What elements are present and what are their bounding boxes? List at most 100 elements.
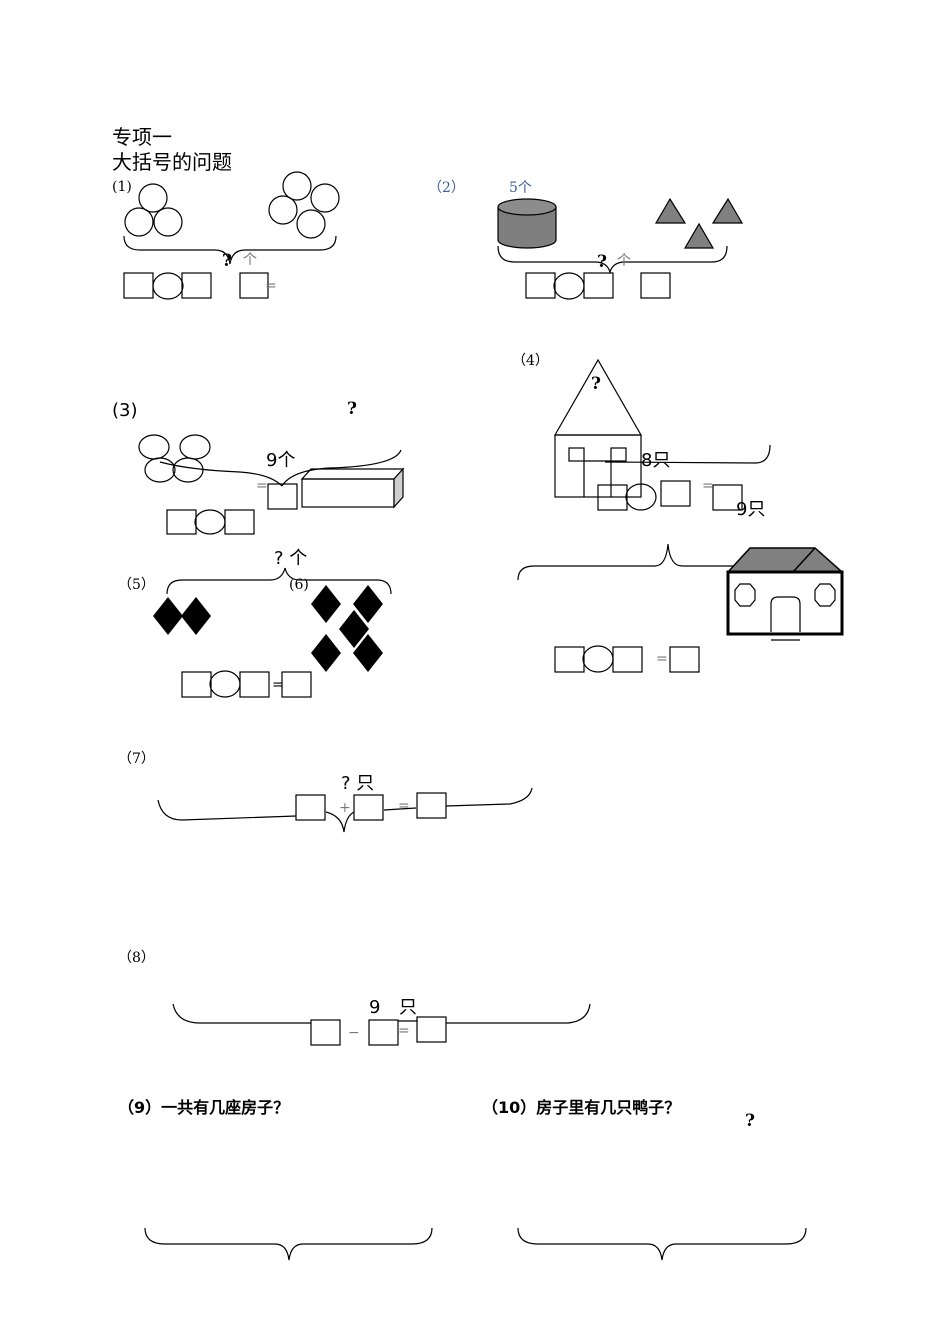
brace-4 xyxy=(604,444,771,464)
page-title-line1: 专项一 xyxy=(112,125,172,149)
unit-1: 个 xyxy=(243,252,257,268)
answer-box xyxy=(281,671,312,698)
brace-7-right xyxy=(445,787,533,807)
circle-shape xyxy=(138,434,170,460)
count-4: 8只 xyxy=(641,450,671,471)
answer-box xyxy=(640,272,671,299)
answer-box xyxy=(295,794,326,821)
triangle-shape xyxy=(683,222,715,249)
question-mark-3: ? xyxy=(347,399,357,419)
answer-box xyxy=(416,792,447,819)
answer-box xyxy=(353,794,384,821)
label-9: （9）一共有几座房子？ xyxy=(118,1100,289,1116)
answer-box xyxy=(181,671,212,698)
answer-box xyxy=(368,1019,399,1046)
diamond-group-left xyxy=(153,597,211,635)
circle-shape xyxy=(138,183,168,213)
label-7: （7） xyxy=(118,751,155,767)
answer-box xyxy=(224,509,255,535)
label-8: （8） xyxy=(118,950,155,966)
brace-9 xyxy=(144,1227,433,1261)
diamond-shape xyxy=(353,585,383,623)
answer-box xyxy=(612,646,643,673)
circle-shape xyxy=(282,171,312,201)
answer-box xyxy=(416,1016,447,1043)
diamond-group-right xyxy=(311,585,383,672)
brace-1 xyxy=(123,235,337,265)
minus-8: − xyxy=(348,1025,360,1041)
answer-box xyxy=(554,646,585,673)
equals-7: = xyxy=(398,798,410,814)
brace-3-right xyxy=(281,449,402,487)
circle-shape xyxy=(296,209,326,239)
plus-7: + xyxy=(339,800,351,816)
count-2: 5个 xyxy=(509,180,532,196)
circle-shape xyxy=(179,434,211,460)
circle-group-3 xyxy=(138,434,211,483)
top-num-8: 9 xyxy=(369,997,381,1018)
answer-box xyxy=(239,671,270,698)
operator-circle xyxy=(194,509,226,535)
count-3: 9个 xyxy=(266,450,296,471)
answer-box xyxy=(712,484,743,511)
answer-box xyxy=(267,483,298,510)
question-9-text: 一共有几座房子？ xyxy=(161,1098,290,1117)
brace-3-left xyxy=(159,461,283,487)
brace-7-left xyxy=(157,799,297,821)
answer-box xyxy=(669,646,700,673)
operator-circle xyxy=(582,645,614,673)
answer-box xyxy=(583,272,614,299)
label-3: (3) xyxy=(112,400,138,421)
diamond-shape xyxy=(311,634,341,672)
equals-1: = xyxy=(265,278,277,294)
triangle-shape xyxy=(711,197,744,224)
circle-shape xyxy=(172,457,204,483)
operator-circle xyxy=(553,272,585,300)
answer-box xyxy=(597,484,628,511)
brace-5 xyxy=(166,567,392,595)
answer-box xyxy=(123,272,154,299)
label-4: （4） xyxy=(512,353,549,369)
circle-group-left xyxy=(124,183,183,237)
question-mark-2: ? xyxy=(597,252,607,272)
diamond-shape xyxy=(339,610,369,648)
answer-box xyxy=(310,1019,341,1046)
operator-circle xyxy=(152,272,184,300)
triangle-group xyxy=(654,197,744,249)
circle-group-right xyxy=(268,171,340,239)
answer-box xyxy=(181,272,212,299)
diamond-shape xyxy=(311,585,341,623)
top-5: ? 个 xyxy=(274,548,308,569)
unit-2: 个 xyxy=(617,253,631,269)
circle-shape xyxy=(124,207,154,237)
cuboid-shape xyxy=(300,467,405,509)
brace-10 xyxy=(517,1227,807,1261)
total-4: 9只 xyxy=(736,499,766,520)
diamond-shape xyxy=(153,597,183,635)
answer-box xyxy=(660,480,691,507)
equals-5: = xyxy=(272,677,284,693)
label-9-number: （9） xyxy=(118,1098,162,1117)
label-5: （5） xyxy=(118,577,155,593)
label-10-number: （10） xyxy=(482,1098,537,1117)
question-mark-4: ? xyxy=(591,374,601,394)
top-unit-8: 只 xyxy=(399,997,417,1018)
label-6: (6) xyxy=(289,577,309,593)
brace-7-link xyxy=(383,807,417,811)
brace-8-right xyxy=(446,1003,591,1024)
circle-shape xyxy=(268,195,298,225)
label-1: (1) xyxy=(112,179,132,195)
question-mark-10: ? xyxy=(745,1111,755,1131)
triangle-shape xyxy=(654,197,687,224)
diamond-shape xyxy=(353,634,383,672)
equals-3: = xyxy=(256,478,268,494)
equals-4: = xyxy=(702,478,714,494)
label-2: （2） xyxy=(428,180,465,196)
brace-8-left xyxy=(172,1003,311,1024)
brace-7-middle xyxy=(325,811,355,833)
page-title-line2: 大括号的问题 xyxy=(112,150,232,174)
equals-6: = xyxy=(656,651,668,667)
operator-circle xyxy=(625,483,657,511)
circle-shape xyxy=(153,207,183,237)
